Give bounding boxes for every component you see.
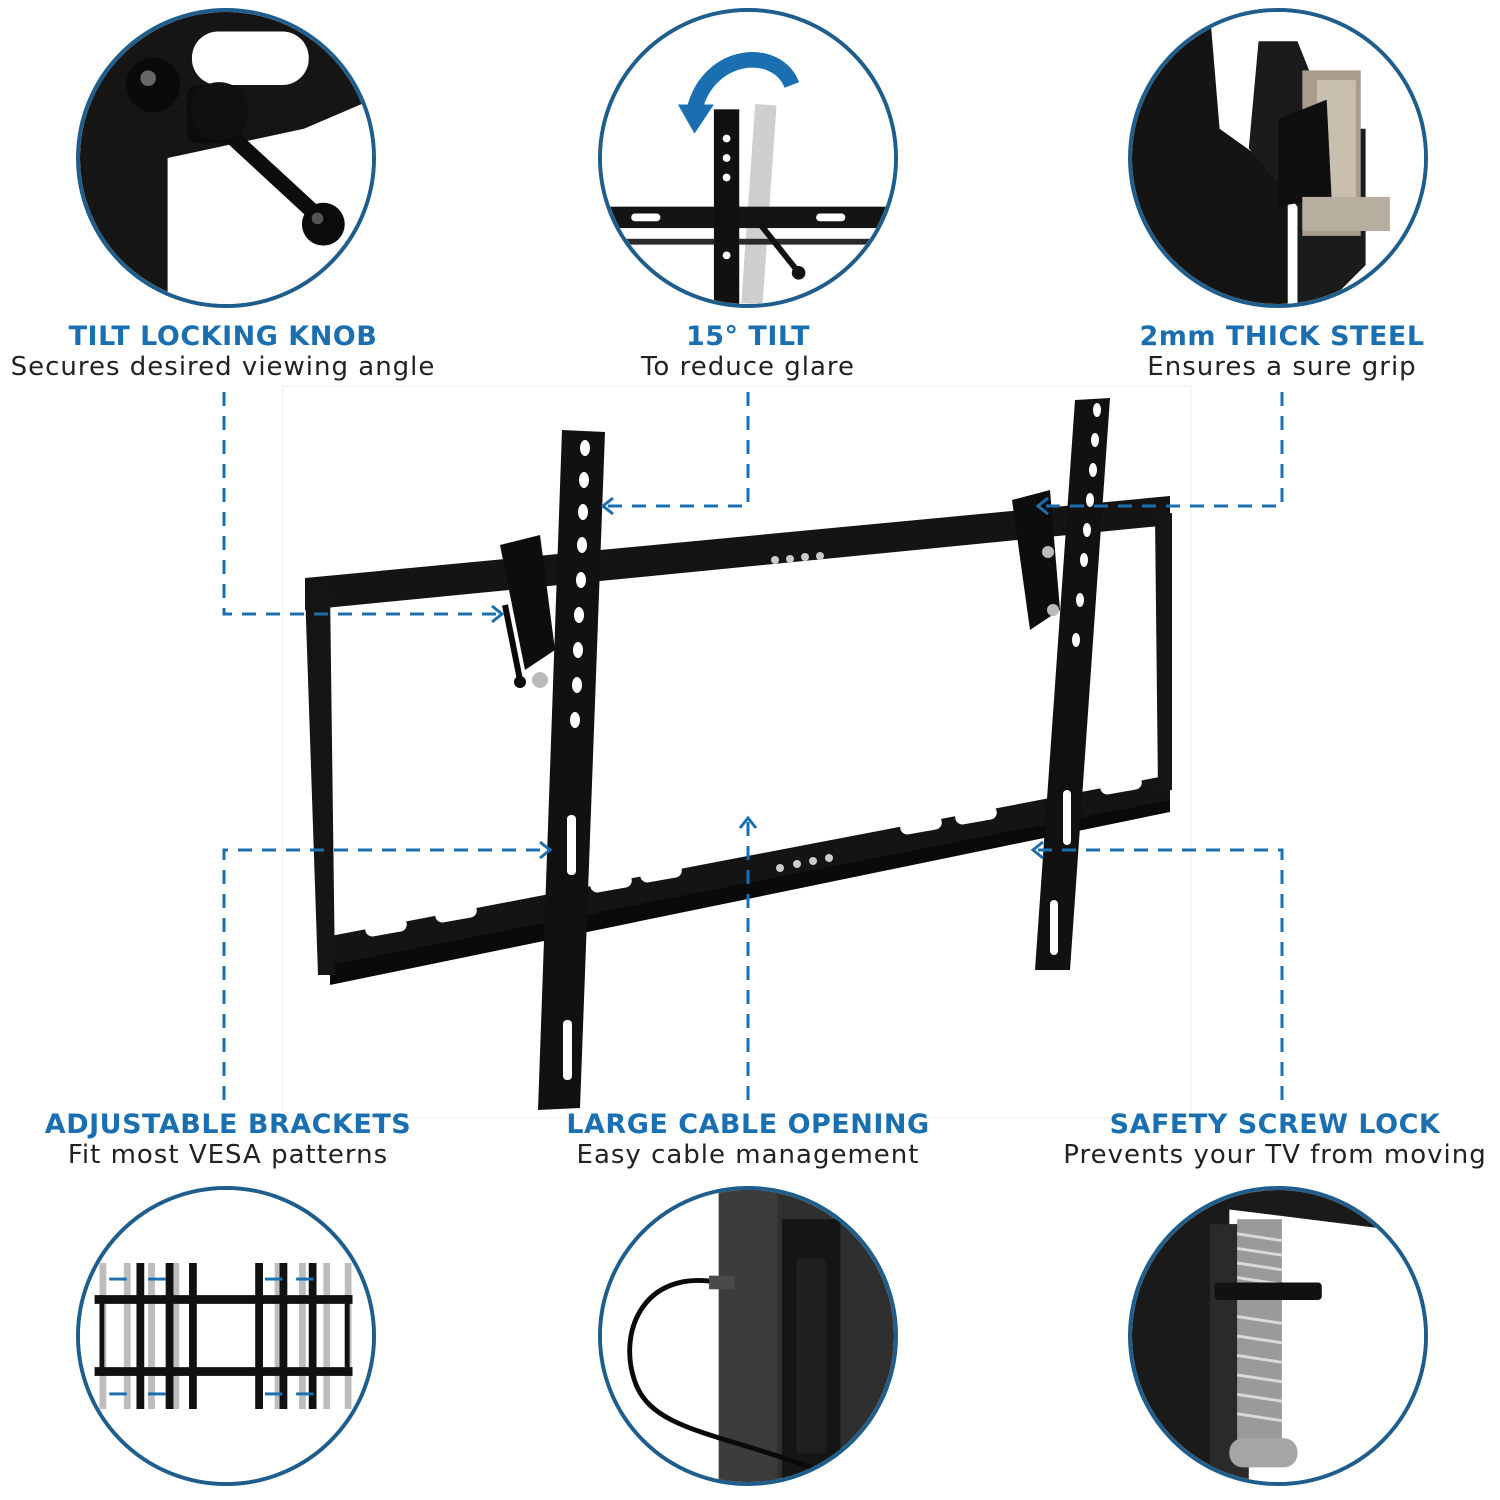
safety-screw-closeup-photo — [1128, 1186, 1428, 1486]
feature-title: ADJUSTABLE BRACKETS — [44, 1109, 412, 1140]
feature-safety-screw: SAFETY SCREW LOCK Prevents your TV from … — [1052, 1109, 1498, 1171]
tilt-angle-closeup-photo — [598, 8, 898, 308]
feature-title: TILT LOCKING KNOB — [68, 321, 378, 352]
feature-title: 2mm THICK STEEL — [1139, 321, 1425, 352]
adjustable-brackets-diagram — [76, 1186, 376, 1486]
feature-title: LARGE CABLE OPENING — [566, 1109, 930, 1140]
feature-cable-opening: LARGE CABLE OPENING Easy cable managemen… — [540, 1109, 956, 1171]
feature-subtitle: Secures desired viewing angle — [10, 352, 436, 382]
feature-subtitle: To reduce glare — [640, 352, 856, 382]
feature-subtitle: Fit most VESA patterns — [67, 1140, 389, 1170]
tilt-knob-closeup-photo — [76, 8, 376, 308]
feature-title: 15° TILT — [685, 321, 811, 352]
feature-subtitle: Prevents your TV from moving — [1063, 1140, 1487, 1170]
feature-steel: 2mm THICK STEEL Ensures a sure grip — [1090, 321, 1474, 383]
cable-opening-closeup-photo — [598, 1186, 898, 1486]
feature-adjustable-brackets: ADJUSTABLE BRACKETS Fit most VESA patter… — [20, 1109, 436, 1171]
feature-tilt: 15° TILT To reduce glare — [560, 321, 936, 383]
feature-subtitle: Ensures a sure grip — [1147, 352, 1417, 382]
thick-steel-closeup-photo — [1128, 8, 1428, 308]
feature-tilt-knob: TILT LOCKING KNOB Secures desired viewin… — [0, 321, 446, 383]
feature-subtitle: Easy cable management — [576, 1140, 920, 1170]
feature-title: SAFETY SCREW LOCK — [1109, 1109, 1441, 1140]
